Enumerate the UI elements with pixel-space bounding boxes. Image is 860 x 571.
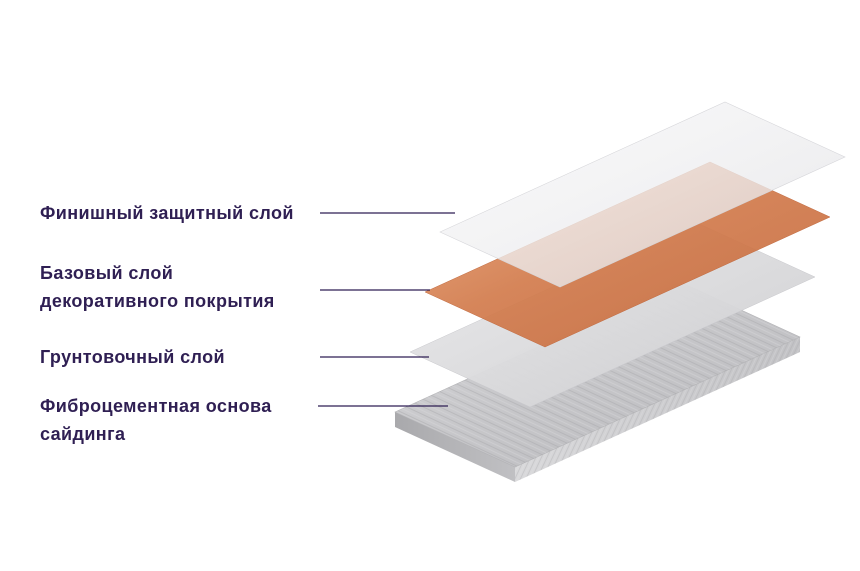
label-line: Фиброцементная основа (40, 396, 272, 416)
label-decorative-base-layer: Базовый слой декоративного покрытия (40, 259, 275, 315)
layer-finish-protective (439, 101, 846, 288)
label-fiber-cement-base: Фиброцементная основа сайдинга (40, 392, 272, 448)
label-line: Грунтовочный слой (40, 347, 225, 367)
label-finish-layer: Финишный защитный слой (40, 199, 294, 227)
label-line: декоративного покрытия (40, 291, 275, 311)
label-primer-layer: Грунтовочный слой (40, 343, 225, 371)
label-line: Финишный защитный слой (40, 203, 294, 223)
label-line: сайдинга (40, 424, 126, 444)
label-line: Базовый слой (40, 263, 174, 283)
